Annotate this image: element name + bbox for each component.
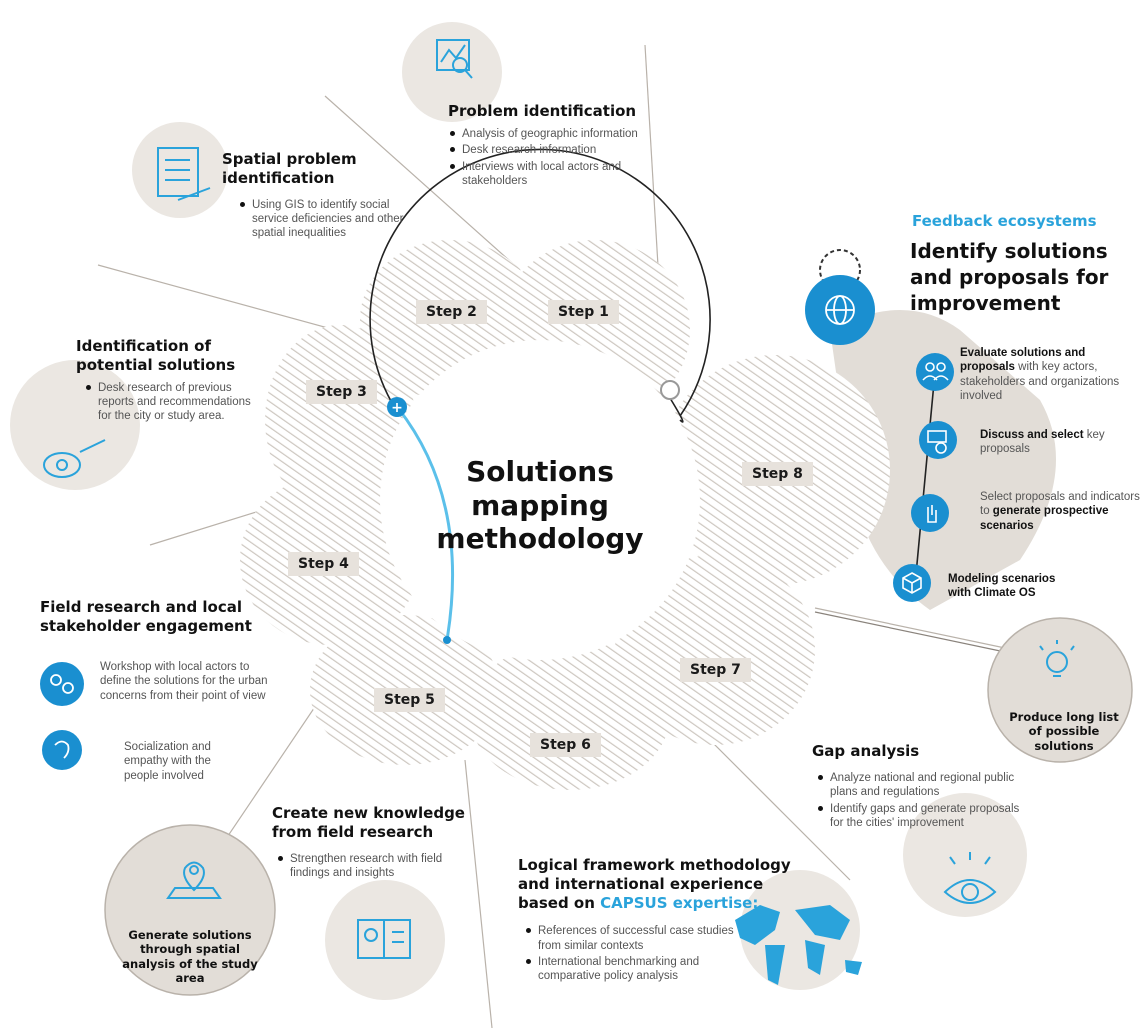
world-map-icon: [735, 905, 862, 985]
list-item: Analysis of geographic information: [450, 127, 648, 141]
potential-solutions-block: Identification of potential solutions De…: [76, 337, 266, 426]
end-node: [443, 636, 451, 644]
feedback-step-3-pre: Select proposals and indicators to: [980, 491, 1140, 518]
spatial-analysis-circle: [104, 824, 276, 996]
feedback-step-2-rest: key proposals: [980, 429, 1105, 456]
field-research-entry-2: Socialization and empathy with the peopl…: [124, 741, 211, 782]
spatial-analysis-caption: Generate solutions through spatial analy…: [122, 928, 258, 986]
list-item: Desk research information: [450, 143, 648, 157]
new-knowledge-title: Create new knowledge from field research: [272, 804, 465, 841]
problem-identification-list: Analysis of geographic information Desk …: [448, 127, 648, 189]
globe-cycle-icon: [825, 295, 855, 325]
new-knowledge-block: Create new knowledge from field research…: [272, 804, 472, 882]
eye-icon: [943, 852, 997, 904]
list-item: Analyze national and regional public pla…: [818, 771, 1022, 800]
field-research-title: Field research and local stakeholder eng…: [40, 598, 252, 635]
gap-analysis-title: Gap analysis: [812, 742, 920, 760]
list-item: Strengthen research with field findings …: [278, 852, 472, 881]
spatial-problem-title: Spatial problem identification: [222, 150, 357, 187]
list-item: Desk research of previous reports and re…: [86, 381, 266, 424]
feedback-step-1-text: Evaluate solutions and proposals with ke…: [960, 346, 1140, 404]
feedback-step-circle-1: [916, 353, 954, 391]
spatial-problem-list: Using GIS to identify social service def…: [222, 198, 407, 241]
start-node: [387, 397, 407, 417]
gap-analysis-list: Analyze national and regional public pla…: [812, 771, 1022, 831]
document-pen-icon: [157, 147, 211, 201]
center-circle: [380, 340, 700, 660]
start-node-plus: +: [391, 400, 403, 416]
step-7-label: Step 7: [680, 658, 751, 682]
long-list-caption: Produce long list of possible solutions: [1009, 710, 1119, 753]
feedback-step-circle-3: [911, 494, 949, 532]
feedback-background: [830, 310, 1056, 610]
feedback-step-3-text: Select proposals and indicators to gener…: [980, 490, 1140, 533]
list-item: Identify gaps and generate proposals for…: [818, 802, 1022, 831]
step-6-label: Step 6: [530, 733, 601, 757]
data-analysis-icon: [436, 39, 473, 79]
step-4-label: Step 4: [288, 552, 359, 576]
long-list-circle: [987, 617, 1133, 763]
feedback-step-3-bold: generate prospective scenarios: [980, 505, 1109, 532]
feedback-step-4-text: Modeling scenarios with Climate OS: [948, 572, 1068, 601]
potential-solutions-list: Desk research of previous reports and re…: [76, 381, 266, 424]
petal-step-3: [265, 325, 415, 515]
people-icon: [922, 362, 949, 381]
logical-framework-title-text: Logical framework methodology and intern…: [518, 856, 791, 912]
hand-pointer-icon: [927, 505, 937, 523]
cube-network-icon: [902, 572, 922, 594]
logical-framework-block: Logical framework methodology and intern…: [518, 856, 818, 986]
list-item: Interviews with local actors and stakeho…: [450, 160, 648, 189]
logical-framework-title: Logical framework methodology and intern…: [518, 856, 818, 912]
spatial-problem-block: Spatial problem identification Using GIS…: [222, 150, 407, 243]
feedback-subtitle: Feedback ecosystems: [912, 212, 1097, 230]
center-title: Solutions mapping methodology: [436, 455, 644, 556]
chat-screen-icon: [927, 430, 947, 454]
step-5-label: Step 5: [374, 688, 445, 712]
book-lightbulb-icon: [357, 919, 411, 959]
step-1-label: Step 1: [548, 300, 619, 324]
petal-step-7: [615, 555, 815, 745]
feedback-title: Identify solutions and proposals for imp…: [910, 239, 1109, 315]
problem-identification-block: Problem identification Analysis of geogr…: [448, 102, 648, 190]
feedback-step-circle-2: [919, 421, 957, 459]
head-empathy-icon: [42, 730, 82, 770]
feedback-step-1-bold: Evaluate solutions and proposals: [960, 347, 1086, 374]
feedback-step-2-text: Discuss and select key proposals: [980, 428, 1120, 457]
feedback-chain-line: [914, 371, 936, 586]
icon-circles: [10, 22, 1027, 1000]
feedback-step-1-rest: with key actors, stakeholders and organi…: [960, 361, 1120, 403]
eye-magnifier-icon: [43, 439, 106, 478]
highlight-arc: [396, 407, 455, 641]
gap-analysis-block: Gap analysis Analyze national and region…: [812, 742, 1022, 832]
list-item: Using GIS to identify social service def…: [240, 198, 407, 241]
problem-identification-title: Problem identification: [448, 102, 637, 120]
step-3-label: Step 3: [306, 380, 377, 404]
capsus-expertise-text: CAPSUS expertise:: [600, 893, 759, 912]
lightbulb-icon: [1039, 640, 1075, 677]
new-knowledge-list: Strengthen research with field findings …: [272, 852, 472, 881]
list-item: References of successful case studies fr…: [526, 924, 738, 953]
people-exchange-icon: [40, 662, 84, 706]
step-2-label: Step 2: [416, 300, 487, 324]
list-item: International benchmarking and comparati…: [526, 955, 738, 984]
feedback-step-2-bold: Discuss and select: [980, 429, 1084, 441]
grey-node: [660, 380, 680, 400]
map-pin-icon: [166, 861, 222, 899]
potential-solutions-title: Identification of potential solutions: [76, 337, 236, 374]
field-research-icons: [40, 662, 84, 770]
main-arc: [369, 148, 711, 417]
step-8-label: Step 8: [742, 462, 813, 486]
field-research-entry-1: Workshop with local actors to define the…: [100, 661, 268, 702]
feedback-step-4-bold: Modeling scenarios with Climate OS: [948, 573, 1056, 600]
logical-framework-list: References of successful case studies fr…: [518, 924, 738, 984]
field-research-block: Field research and local stakeholder eng…: [40, 598, 280, 642]
